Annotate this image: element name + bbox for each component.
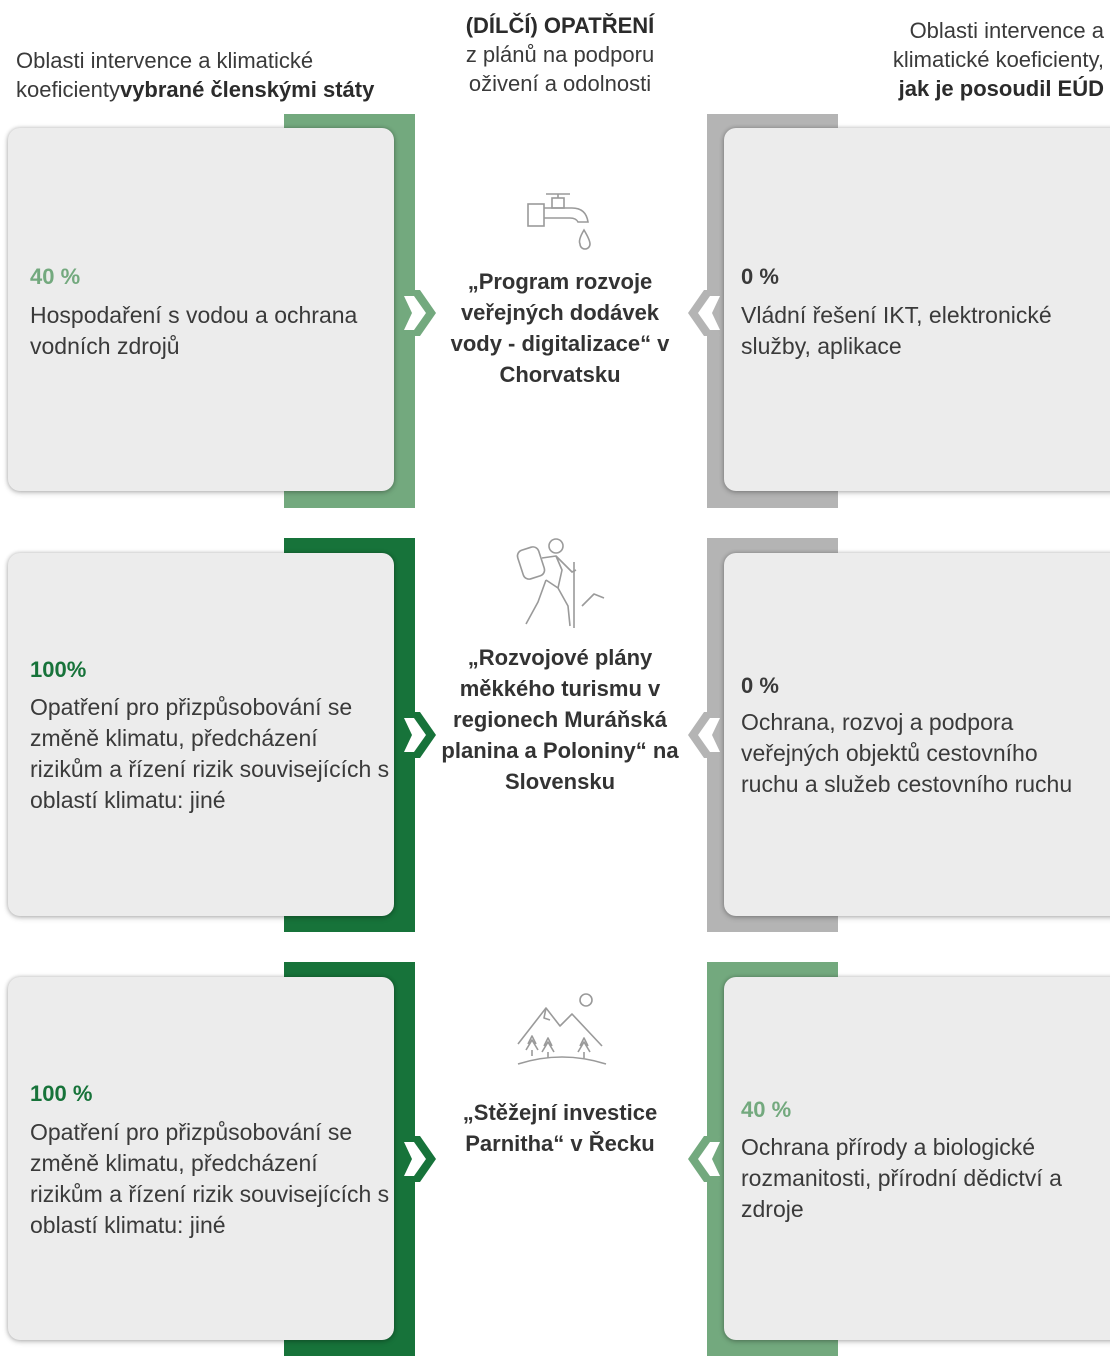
header-middle-bold: (DÍLČÍ) OPATŘENÍ <box>465 13 655 38</box>
header-middle-text: z plánů na podporu oživení a odolnosti <box>465 42 655 96</box>
eca-card-1: 0 % Vládní řešení IKT, elektronické služ… <box>724 128 1110 491</box>
member-state-percent-1: 40 % <box>30 264 81 289</box>
eca-percent-3: 40 % <box>741 1097 792 1122</box>
header-left-bold: vybrané členskými státy <box>119 77 375 102</box>
header-measures: (DÍLČÍ) OPATŘENÍ z plánů na podporu oživ… <box>430 11 690 98</box>
member-state-text-2: Opatření pro přizpůsobování se změně kli… <box>30 694 390 813</box>
eca-card-2: 0 % Ochrana, rozvoj a podpora veřejných … <box>724 553 1110 916</box>
arrow-left-2 <box>688 712 720 758</box>
measure-label-1: „Program rozvoje veřejných dodávek vody … <box>450 269 670 387</box>
header-right-text: Oblasti intervence a klimatické koeficie… <box>892 18 1104 72</box>
eca-percent-1: 0 % <box>741 264 779 289</box>
arrow-right-2 <box>404 712 436 758</box>
eca-percent-2: 0 % <box>741 673 779 698</box>
member-state-percent-2: 100% <box>30 657 87 682</box>
member-state-text-3: Opatření pro přizpůsobování se změně kli… <box>30 1119 390 1238</box>
member-state-card-3: 100 % Opatření pro přizpůsobování se změ… <box>8 977 394 1340</box>
measure-label-3: „Stěžejní investice Parnitha“ v Řecku <box>462 1100 658 1156</box>
member-state-percent-3: 100 % <box>30 1081 93 1106</box>
header-right-bold: jak je posoudil EÚD <box>898 76 1104 101</box>
measure-label-2: „Rozvojové plány měkkého turismu v regio… <box>441 645 679 794</box>
eca-text-1: Vládní řešení IKT, elektronické služby, … <box>741 302 1052 359</box>
eca-text-3: Ochrana přírody a biologické rozmanitost… <box>741 1134 1062 1222</box>
member-state-text-1: Hospodaření s vodou a ochrana vodních zd… <box>30 302 358 359</box>
header-member-states: Oblasti intervence a klimatické koeficie… <box>16 46 436 104</box>
member-state-card-1: 40 % Hospodaření s vodou a ochrana vodní… <box>8 128 394 491</box>
member-state-card-2: 100% Opatření pro přizpůsobování se změn… <box>8 553 394 916</box>
mountains-trees-icon <box>517 993 607 1065</box>
arrow-left-3 <box>688 1136 720 1182</box>
header-left-text: Oblasti intervence a klimatické koeficie… <box>16 48 314 102</box>
arrow-right-3 <box>404 1136 436 1182</box>
eca-text-2: Ochrana, rozvoj a podpora veřejných obje… <box>741 709 1073 797</box>
water-tap-icon <box>527 193 591 250</box>
header-eca: Oblasti intervence a klimatické koeficie… <box>820 16 1104 103</box>
hiker-icon <box>516 538 605 628</box>
eca-card-3: 40 % Ochrana přírody a biologické rozman… <box>724 977 1110 1340</box>
arrow-left-1 <box>688 290 720 336</box>
arrow-right-1 <box>404 290 436 336</box>
